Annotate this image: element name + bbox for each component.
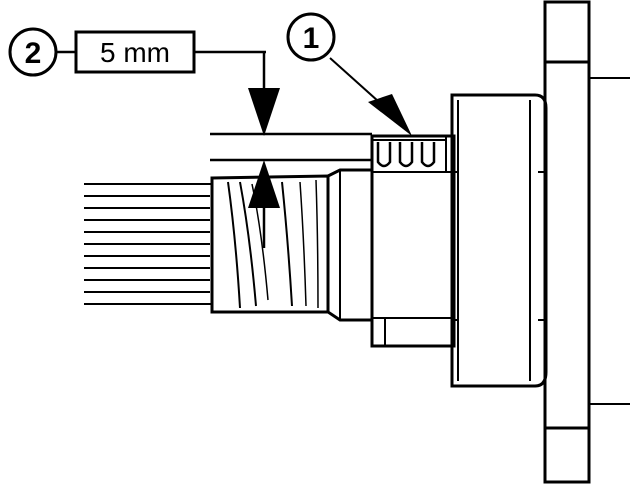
callout-1-leader <box>329 57 412 136</box>
callout-2: 2 <box>8 27 76 77</box>
shaft-body <box>210 174 330 314</box>
callout-1: 1 <box>286 12 336 62</box>
dimension-label: 5 mm <box>100 37 170 68</box>
callout-1-number: 1 <box>303 22 320 55</box>
down-arrow <box>248 52 280 136</box>
dimension-lines <box>210 132 372 162</box>
dimension-label-box: 5 mm <box>74 30 266 74</box>
up-arrow <box>248 160 280 248</box>
shaft-splines <box>84 183 212 305</box>
callout-2-number: 2 <box>25 37 42 70</box>
staking-points <box>372 136 447 172</box>
